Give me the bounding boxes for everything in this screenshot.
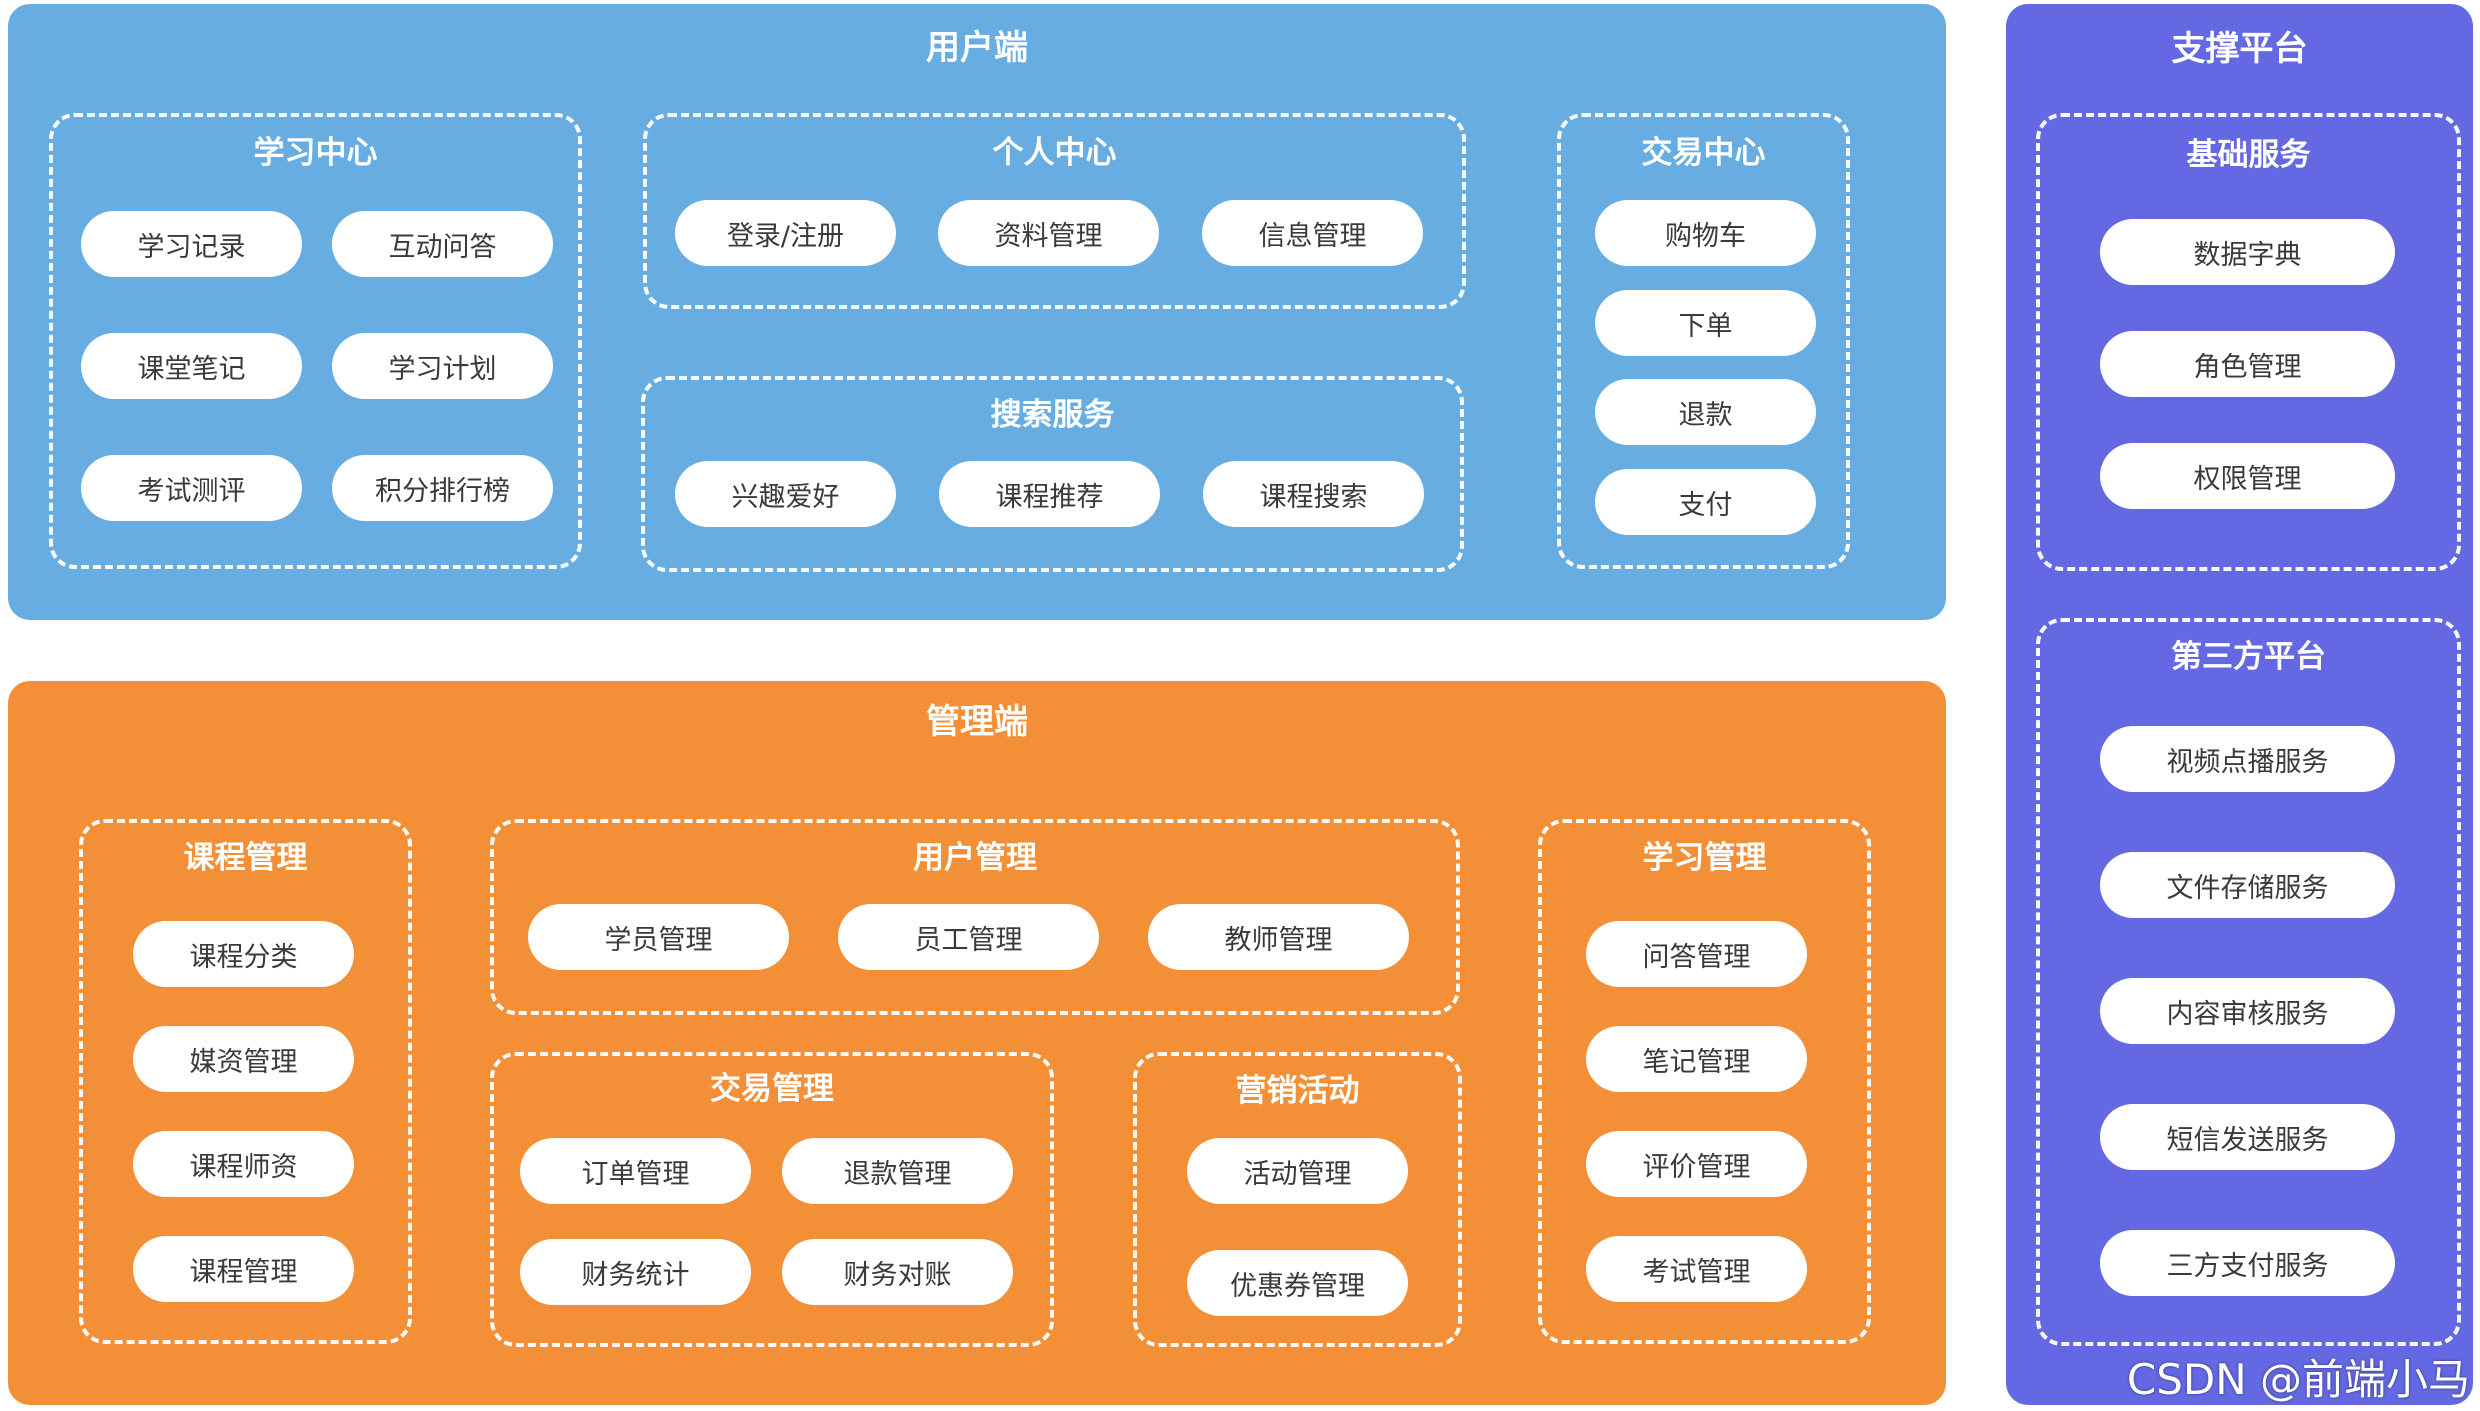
pill-login-register[interactable]: 登录/注册 [675,200,896,266]
support-panel-title: 支撑平台 [2171,29,2308,69]
pill-finance-stats[interactable]: 财务统计 [520,1239,751,1305]
pill-profile-mgmt[interactable]: 资料管理 [938,200,1159,266]
pill-refund-mgmt[interactable]: 退款管理 [782,1138,1013,1204]
basic-service-title: 基础服务 [2186,137,2311,173]
csdn-watermark: CSDN @前端小马 [2126,1355,2470,1404]
pill-finance-reconcile[interactable]: 财务对账 [782,1239,1013,1305]
learning-center-group: 学习中心 学习记录 互动问答 课堂笔记 学习计划 考试测评 积分排行榜 [49,113,582,569]
study-mgmt-title: 学习管理 [1642,840,1767,876]
pill-data-dictionary[interactable]: 数据字典 [2100,219,2395,285]
pill-interactive-qa[interactable]: 互动问答 [332,211,553,277]
pill-study-record[interactable]: 学习记录 [81,211,302,277]
pill-media-mgmt[interactable]: 媒资管理 [133,1026,354,1092]
search-service-group: 搜索服务 兴趣爱好 课程推荐 课程搜索 [641,376,1464,572]
pill-exam-mgmt[interactable]: 考试管理 [1586,1236,1807,1302]
pill-vod-service[interactable]: 视频点播服务 [2100,726,2395,792]
search-service-title: 搜索服务 [990,397,1115,433]
user-panel: 用户端 学习中心 学习记录 互动问答 课堂笔记 学习计划 考试测评 积分排行榜 … [8,4,1946,620]
pill-staff-mgmt[interactable]: 员工管理 [838,904,1099,970]
pill-role-mgmt[interactable]: 角色管理 [2100,331,2395,397]
study-mgmt-group: 学习管理 问答管理 笔记管理 评价管理 考试管理 [1538,819,1871,1344]
admin-panel-title: 管理端 [926,702,1028,742]
pill-third-party-payment-service[interactable]: 三方支付服务 [2100,1230,2395,1296]
pill-student-mgmt[interactable]: 学员管理 [528,904,789,970]
pill-course-search[interactable]: 课程搜索 [1203,461,1424,527]
user-mgmt-title: 用户管理 [913,840,1037,876]
pill-course-manage[interactable]: 课程管理 [133,1236,354,1302]
learning-center-title: 学习中心 [253,135,378,171]
trade-center-group: 交易中心 购物车 下单 退款 支付 [1557,113,1850,569]
pill-course-teachers[interactable]: 课程师资 [133,1131,354,1197]
pill-info-mgmt[interactable]: 信息管理 [1202,200,1423,266]
pill-study-plan[interactable]: 学习计划 [332,333,553,399]
pill-shopping-cart[interactable]: 购物车 [1595,200,1816,266]
trade-mgmt-title: 交易管理 [710,1071,834,1107]
third-party-title: 第三方平台 [2171,639,2326,675]
pill-file-storage-service[interactable]: 文件存储服务 [2100,852,2395,918]
pill-sms-service[interactable]: 短信发送服务 [2100,1104,2395,1170]
pill-interests[interactable]: 兴趣爱好 [675,461,896,527]
pill-class-notes[interactable]: 课堂笔记 [81,333,302,399]
course-mgmt-group: 课程管理 课程分类 媒资管理 课程师资 课程管理 [79,819,412,1344]
personal-center-group: 个人中心 登录/注册 资料管理 信息管理 [643,113,1466,309]
marketing-group: 营销活动 活动管理 优惠券管理 [1133,1052,1462,1347]
user-mgmt-group: 用户管理 学员管理 员工管理 教师管理 [490,819,1460,1015]
pill-points-ranking[interactable]: 积分排行榜 [332,455,553,521]
support-panel: 支撑平台 基础服务 数据字典 角色管理 权限管理 第三方平台 视频点播服务 文件… [2006,4,2473,1405]
pill-refund[interactable]: 退款 [1595,379,1816,445]
user-panel-title: 用户端 [926,28,1028,68]
pill-notes-mgmt[interactable]: 笔记管理 [1586,1026,1807,1092]
pill-payment[interactable]: 支付 [1595,469,1816,535]
pill-course-recommend[interactable]: 课程推荐 [939,461,1160,527]
admin-panel: 管理端 课程管理 课程分类 媒资管理 课程师资 课程管理 用户管理 学员管理 员… [8,681,1946,1405]
personal-center-title: 个人中心 [992,135,1117,171]
pill-content-review-service[interactable]: 内容审核服务 [2100,978,2395,1044]
pill-review-mgmt[interactable]: 评价管理 [1586,1131,1807,1197]
third-party-group: 第三方平台 视频点播服务 文件存储服务 内容审核服务 短信发送服务 三方支付服务 [2036,618,2461,1346]
trade-center-title: 交易中心 [1641,135,1766,171]
pill-coupon-mgmt[interactable]: 优惠券管理 [1187,1250,1408,1316]
marketing-title: 营销活动 [1235,1073,1360,1109]
pill-activity-mgmt[interactable]: 活动管理 [1187,1138,1408,1204]
pill-course-category[interactable]: 课程分类 [133,921,354,987]
trade-mgmt-group: 交易管理 订单管理 退款管理 财务统计 财务对账 [490,1052,1054,1347]
basic-service-group: 基础服务 数据字典 角色管理 权限管理 [2036,113,2461,571]
course-mgmt-title: 课程管理 [183,840,308,876]
pill-teacher-mgmt[interactable]: 教师管理 [1148,904,1409,970]
pill-order-mgmt[interactable]: 订单管理 [520,1138,751,1204]
pill-place-order[interactable]: 下单 [1595,290,1816,356]
pill-exam-test[interactable]: 考试测评 [81,455,302,521]
pill-qa-mgmt[interactable]: 问答管理 [1586,921,1807,987]
pill-permission-mgmt[interactable]: 权限管理 [2100,443,2395,509]
